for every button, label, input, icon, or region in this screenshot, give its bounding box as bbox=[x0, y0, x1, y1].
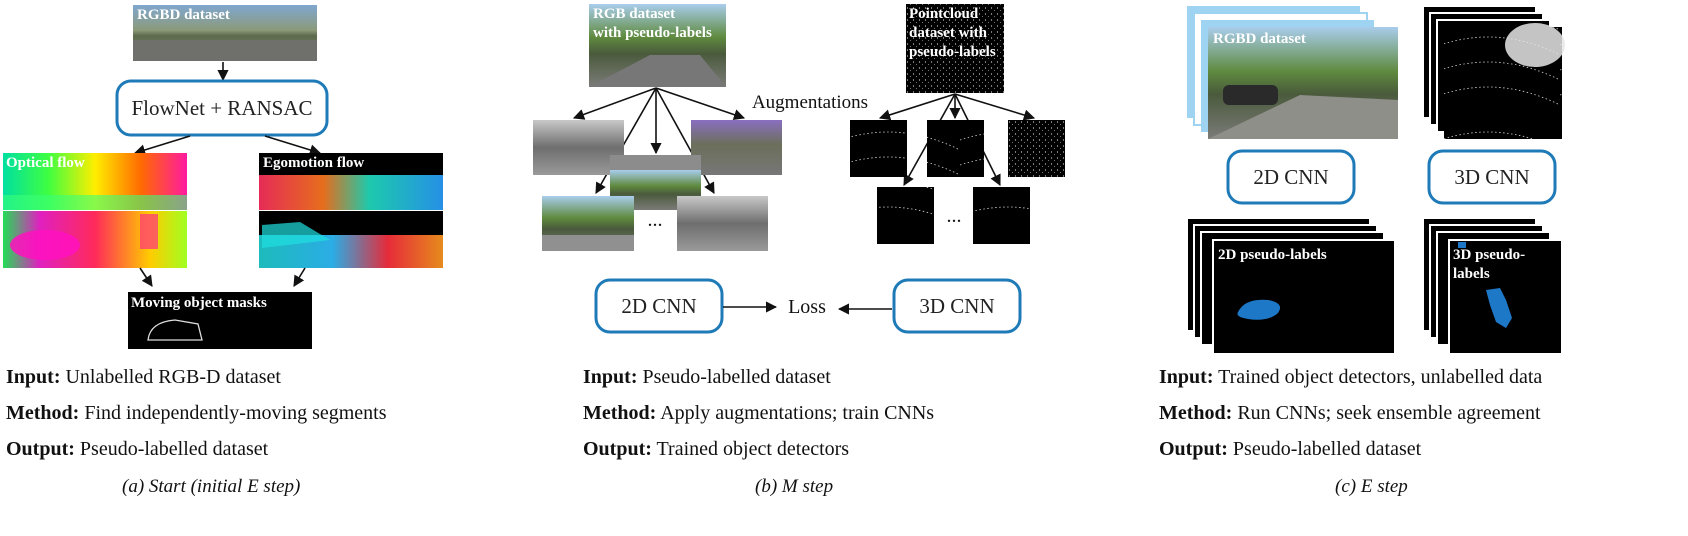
rgb-dataset-label-line1: RGB dataset bbox=[593, 6, 675, 22]
panel-c: RGBD dataset 2D CNN 3D CNN 2D pseudo-lab… bbox=[1186, 5, 1565, 355]
cnn-2d-label-b: 2D CNN bbox=[621, 294, 696, 318]
method-key: Method: bbox=[1159, 402, 1233, 424]
road-shape bbox=[1208, 95, 1398, 139]
output-key: Output: bbox=[1159, 438, 1228, 460]
pseudo-label-blob-2d bbox=[1237, 299, 1281, 320]
panel-b-caption: (b) M step bbox=[755, 476, 834, 497]
road-shape bbox=[133, 40, 317, 61]
panel-c-method: Method: Run CNNs; seek ensemble agreemen… bbox=[1159, 402, 1541, 425]
pl3d-image bbox=[1448, 239, 1563, 355]
cnn-3d-box-c bbox=[1427, 149, 1557, 205]
augmented-pointcloud-3 bbox=[1008, 120, 1065, 177]
loss-label: Loss bbox=[788, 296, 826, 318]
car-shape bbox=[1223, 85, 1278, 105]
ellipsis-rgb: ... bbox=[648, 209, 663, 231]
cnn-2d-label-c: 2D CNN bbox=[1253, 165, 1328, 189]
panel-b-method: Method: Apply augmentations; train CNNs bbox=[583, 402, 934, 425]
input-key: Input: bbox=[1159, 366, 1214, 388]
input-value: Pseudo-labelled dataset bbox=[642, 366, 831, 388]
input-key: Input: bbox=[583, 366, 638, 388]
augmented-rgb-strip bbox=[610, 155, 701, 170]
cnn-3d-label-c: 3D CNN bbox=[1454, 165, 1529, 189]
augmented-rgb-purple bbox=[691, 120, 782, 175]
pointcloud-image bbox=[906, 4, 1004, 93]
method-value: Apply augmentations; train CNNs bbox=[660, 402, 935, 424]
optical-flow-label: Optical flow bbox=[6, 155, 85, 171]
road-shape bbox=[542, 235, 634, 251]
lidar-blob-shape bbox=[1505, 23, 1565, 67]
augmented-pointcloud-4 bbox=[877, 187, 934, 244]
output-value: Pseudo-labelled dataset bbox=[79, 438, 269, 460]
pointcloud-label-line3: pseudo-labels bbox=[909, 44, 996, 60]
pl2d-label: 2D pseudo-labels bbox=[1218, 247, 1327, 263]
pointcloud-label-line2: dataset with bbox=[909, 25, 988, 41]
cnn-2d-box-c bbox=[1226, 149, 1356, 205]
augmentations-label: Augmentations bbox=[752, 92, 868, 113]
cnn-3d-label-b: 3D CNN bbox=[919, 294, 994, 318]
rgb-augmentation-arrows bbox=[572, 87, 746, 194]
ellipsis-pointcloud: ... bbox=[947, 205, 962, 227]
pseudo-label-blob-3d-small bbox=[1458, 242, 1466, 248]
moving-object-masks-label: Moving object masks bbox=[131, 295, 267, 311]
panel-a-output: Output: Pseudo-labelled dataset bbox=[6, 438, 268, 461]
optical-flow-image bbox=[3, 153, 187, 268]
flownet-ransac-label: FlowNet + RANSAC bbox=[131, 96, 312, 120]
output-key: Output: bbox=[583, 438, 652, 460]
rgbd-dataset-label-c: RGBD dataset bbox=[1213, 31, 1306, 47]
output-value: Trained object detectors bbox=[656, 438, 850, 460]
cnn-3d-box-b bbox=[892, 278, 1022, 334]
input-value: Unlabelled RGB-D dataset bbox=[65, 366, 281, 388]
output-key: Output: bbox=[6, 438, 75, 460]
augmented-pointcloud-5 bbox=[973, 187, 1030, 244]
panel-c-output: Output: Pseudo-labelled dataset bbox=[1159, 438, 1421, 461]
car-mask-shape bbox=[147, 319, 203, 341]
method-key: Method: bbox=[6, 402, 80, 424]
method-key: Method: bbox=[583, 402, 657, 424]
arrow-to-egomotion bbox=[264, 135, 322, 156]
panel-b: RGB dataset with pseudo-labels Pointclou… bbox=[533, 4, 1065, 334]
augmented-pointcloud-1 bbox=[850, 120, 907, 177]
rgb-dataset-label-line2: with pseudo-labels bbox=[593, 25, 712, 41]
rgbd-dataset-label: RGBD dataset bbox=[137, 7, 230, 23]
pl2d-image bbox=[1212, 239, 1396, 355]
panel-a-caption: (a) Start (initial E step) bbox=[122, 476, 301, 497]
arrow-to-optical-flow bbox=[133, 135, 191, 156]
cnn-2d-box-b bbox=[594, 278, 724, 334]
input-value: Trained object detectors, unlabelled dat… bbox=[1218, 366, 1543, 388]
output-value: Pseudo-labelled dataset bbox=[1232, 438, 1422, 460]
egomotion-flow-image bbox=[259, 153, 443, 268]
input-key: Input: bbox=[6, 366, 61, 388]
panel-a-method: Method: Find independently-moving segmen… bbox=[6, 402, 387, 425]
pl3d-label-line2: labels bbox=[1453, 266, 1490, 282]
method-value: Run CNNs; seek ensemble agreement bbox=[1237, 402, 1541, 424]
method-value: Find independently-moving segments bbox=[84, 402, 387, 424]
flownet-ransac-box bbox=[115, 79, 329, 137]
road-shape bbox=[589, 55, 726, 87]
pointcloud-label-line1: Pointcloud bbox=[909, 6, 979, 22]
arrow-optical-to-masks bbox=[139, 267, 153, 287]
augmented-rgb-grayscale bbox=[533, 120, 624, 175]
pl3d-label-line1: 3D pseudo- bbox=[1453, 247, 1525, 263]
egomotion-flow-label: Egomotion flow bbox=[263, 155, 364, 171]
panel-b-input: Input: Pseudo-labelled dataset bbox=[583, 366, 831, 389]
panel-c-input: Input: Trained object detectors, unlabel… bbox=[1159, 366, 1542, 389]
pseudo-label-blob-3d bbox=[1486, 288, 1512, 328]
augmented-rgb-bottom-right bbox=[677, 196, 768, 251]
panel-c-caption: (c) E step bbox=[1335, 476, 1408, 497]
augmented-pointcloud-2 bbox=[927, 120, 984, 177]
arrow-ego-to-masks bbox=[293, 267, 306, 287]
panel-b-output: Output: Trained object detectors bbox=[583, 438, 849, 461]
panel-a-input: Input: Unlabelled RGB-D dataset bbox=[6, 366, 281, 389]
panel-a: RGBD dataset FlowNet + RANSAC Optical fl… bbox=[3, 5, 443, 349]
